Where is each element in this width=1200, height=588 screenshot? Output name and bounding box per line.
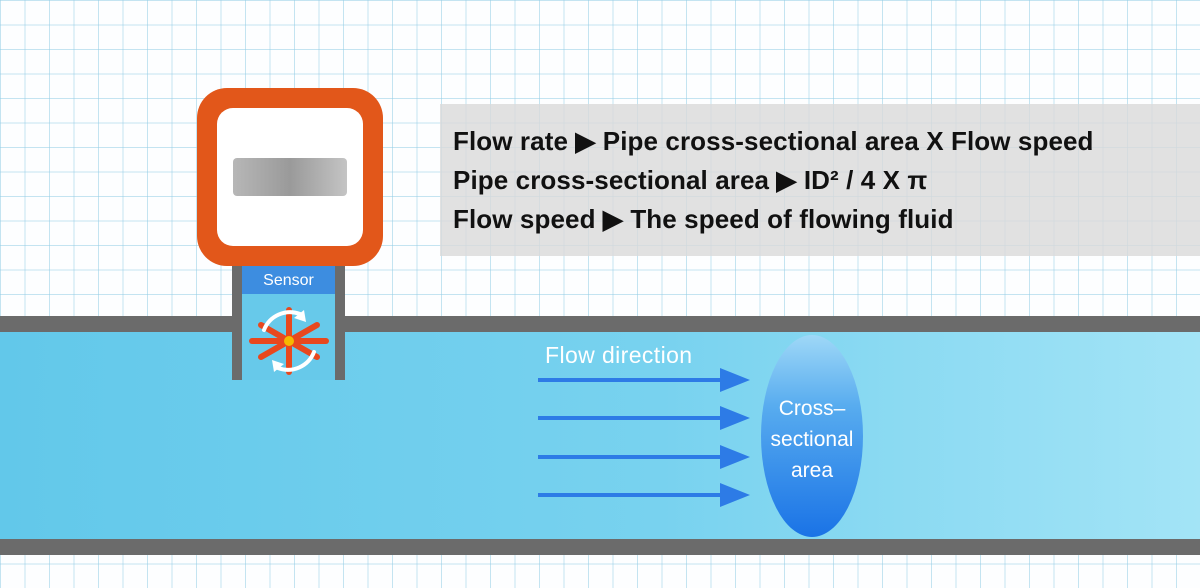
flow-meter-housing bbox=[197, 88, 383, 266]
impeller-icon bbox=[249, 307, 329, 375]
sensor-right-wall bbox=[335, 266, 345, 380]
formula-flow-rate: Flow rate ▶ Pipe cross-sectional area X … bbox=[453, 126, 1094, 156]
cross-section-label-line3: area bbox=[790, 459, 834, 482]
sensor-label: Sensor bbox=[242, 266, 335, 294]
impeller-assembly bbox=[249, 307, 329, 375]
cross-sectional-area-label: Cross– sectional area bbox=[762, 393, 862, 486]
arrow-right-icon bbox=[538, 368, 750, 392]
formula-flow-speed: Flow speed ▶ The speed of flowing fluid bbox=[453, 204, 954, 234]
pipe-interior bbox=[0, 332, 1200, 539]
pipe-bottom-wall bbox=[0, 539, 1200, 555]
meter-display bbox=[233, 158, 347, 196]
flow-direction-label: Flow direction bbox=[545, 342, 693, 368]
cross-section-label-line1: Cross– bbox=[778, 397, 846, 420]
flow-arrows bbox=[538, 368, 750, 507]
arrow-right-icon bbox=[538, 406, 750, 430]
meter-screen bbox=[217, 108, 363, 246]
cross-section-ellipse bbox=[761, 335, 863, 537]
formula-panel: Flow rate ▶ Pipe cross-sectional area X … bbox=[440, 104, 1200, 256]
cross-section-label-line2: sectional bbox=[770, 428, 854, 451]
rotation-arrows-icon bbox=[262, 310, 316, 372]
sensor-left-wall bbox=[232, 266, 242, 380]
formula-cross-sectional-area: Pipe cross-sectional area ▶ ID² / 4 X π bbox=[453, 165, 928, 195]
arrow-right-icon bbox=[538, 445, 750, 469]
pipe-top-wall bbox=[0, 316, 1200, 332]
arrow-right-icon bbox=[538, 483, 750, 507]
